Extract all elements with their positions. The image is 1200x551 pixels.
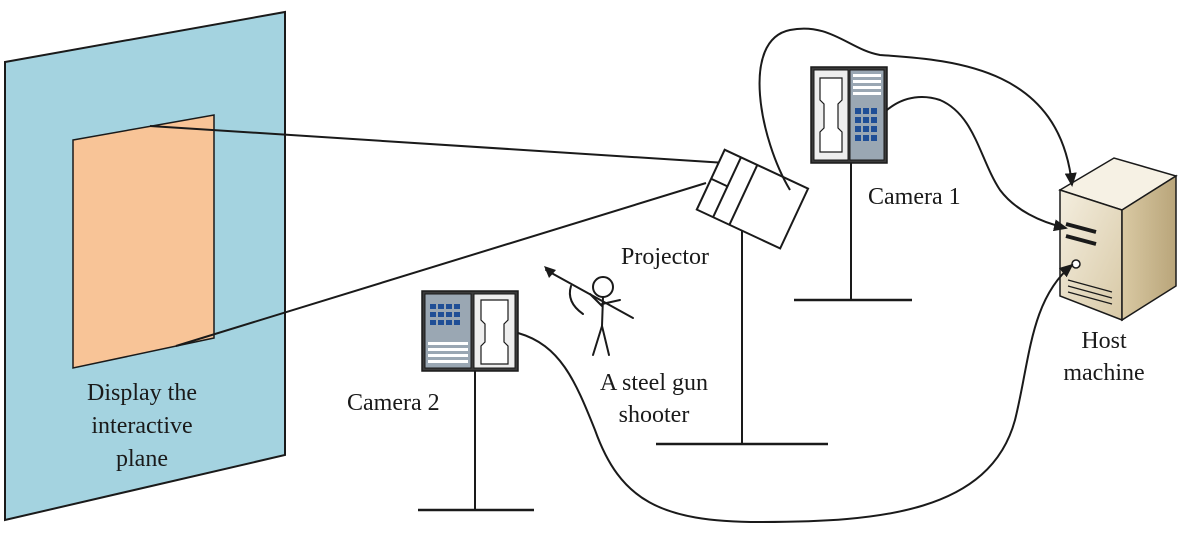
projector-to-host-cable bbox=[758, 27, 1077, 191]
camera-2 bbox=[418, 290, 534, 512]
host-front bbox=[1059, 188, 1123, 322]
projector bbox=[656, 148, 828, 446]
steel-gun bbox=[545, 269, 634, 319]
shooter-label-line-1: A steel gun bbox=[600, 370, 708, 396]
projector-label: Projector bbox=[621, 244, 709, 270]
projection-beam-bottom bbox=[175, 182, 707, 347]
camera-1 bbox=[794, 66, 912, 302]
display-label-line-1: Display the bbox=[87, 380, 197, 406]
interactive-plane bbox=[72, 114, 215, 369]
projection-beams bbox=[149, 125, 727, 347]
shooter-figure bbox=[544, 266, 634, 356]
camera-2-cable bbox=[517, 263, 1074, 524]
shooter-label-line-2: shooter bbox=[619, 402, 690, 428]
display-label-line-3: plane bbox=[116, 446, 168, 472]
camera-2-body bbox=[421, 290, 519, 372]
projector-body bbox=[695, 148, 810, 250]
cables bbox=[517, 27, 1077, 524]
host-label-line-1: Host bbox=[1081, 328, 1127, 354]
camera-2-label: Camera 2 bbox=[347, 390, 440, 416]
camera-1-label: Camera 1 bbox=[868, 184, 961, 210]
host-label-line-2: machine bbox=[1063, 360, 1144, 386]
display-label-line-2: interactive bbox=[91, 413, 192, 439]
camera-1-cable bbox=[886, 96, 1068, 232]
host-side bbox=[1121, 174, 1177, 322]
camera-1-body bbox=[810, 66, 888, 164]
host-machine bbox=[1058, 157, 1178, 322]
projection-beam-top bbox=[149, 125, 727, 164]
display-wall bbox=[4, 10, 286, 522]
labels: Display the interactive plane Camera 1 C… bbox=[87, 184, 1145, 472]
